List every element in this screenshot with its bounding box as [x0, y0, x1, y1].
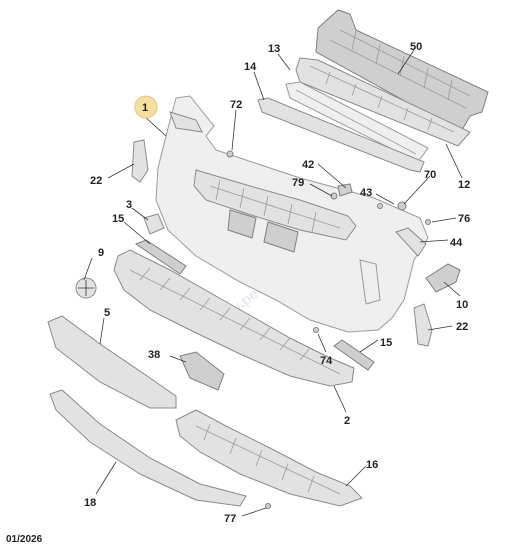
part-3-fog-cover [143, 213, 165, 235]
leader-lines [83, 49, 463, 517]
label-18: 18 [84, 497, 96, 509]
part-16-undertray [175, 409, 363, 507]
clip-43 [377, 203, 383, 209]
part-15-right-strip [333, 339, 375, 371]
part-15-left-strip [134, 239, 187, 275]
label-72: 72 [230, 99, 242, 111]
label-1: 1 [142, 102, 148, 114]
label-76: 76 [458, 213, 470, 225]
label-15-right: 15 [380, 337, 392, 349]
part-13-absorber [295, 57, 471, 147]
label-22-right: 22 [456, 321, 468, 333]
part-22-right-bracket [413, 303, 433, 347]
clip-42 [337, 183, 353, 197]
clip-77 [265, 503, 271, 509]
date-code: 01/2026 [6, 534, 43, 545]
label-77: 77 [224, 513, 236, 525]
label-5: 5 [104, 307, 110, 319]
part-44-right-bracket [395, 227, 427, 257]
part-number-labels: 1 2 3 5 9 10 12 13 14 15 15 16 18 22 22 … [84, 41, 470, 525]
part-14-trim-strip [257, 97, 425, 173]
label-2: 2 [344, 415, 350, 427]
label-22-left: 22 [90, 175, 102, 187]
label-15-left: 15 [112, 213, 124, 225]
label-43: 43 [360, 187, 372, 199]
label-70: 70 [424, 169, 436, 181]
part-18-skid-plate [49, 389, 247, 507]
part-12-lower-absorber [285, 81, 429, 163]
label-74: 74 [320, 355, 333, 367]
clip-74 [313, 327, 319, 333]
part-22-left-bracket [131, 139, 149, 183]
part-38-plate-bracket [179, 351, 225, 391]
part-9-emblem [75, 277, 97, 299]
clips [226, 150, 431, 509]
part-10-right-support [425, 263, 461, 293]
label-79: 79 [292, 177, 304, 189]
label-10: 10 [456, 299, 468, 311]
clip-72 [226, 150, 234, 158]
clip-76 [425, 219, 431, 225]
label-38: 38 [148, 349, 160, 361]
label-16: 16 [366, 459, 378, 471]
label-3: 3 [126, 199, 132, 211]
label-50: 50 [410, 41, 422, 53]
label-12: 12 [458, 179, 470, 191]
label-14: 14 [244, 61, 257, 73]
label-13: 13 [268, 43, 280, 55]
label-9: 9 [98, 247, 104, 259]
part-1-bumper-cover [155, 95, 429, 333]
part-2-lower-grille [113, 249, 355, 387]
part-1-highlight [134, 95, 158, 119]
label-44: 44 [450, 237, 463, 249]
part-5-lower-trim [47, 315, 177, 409]
label-42: 42 [302, 159, 314, 171]
clip-79 [330, 192, 338, 200]
